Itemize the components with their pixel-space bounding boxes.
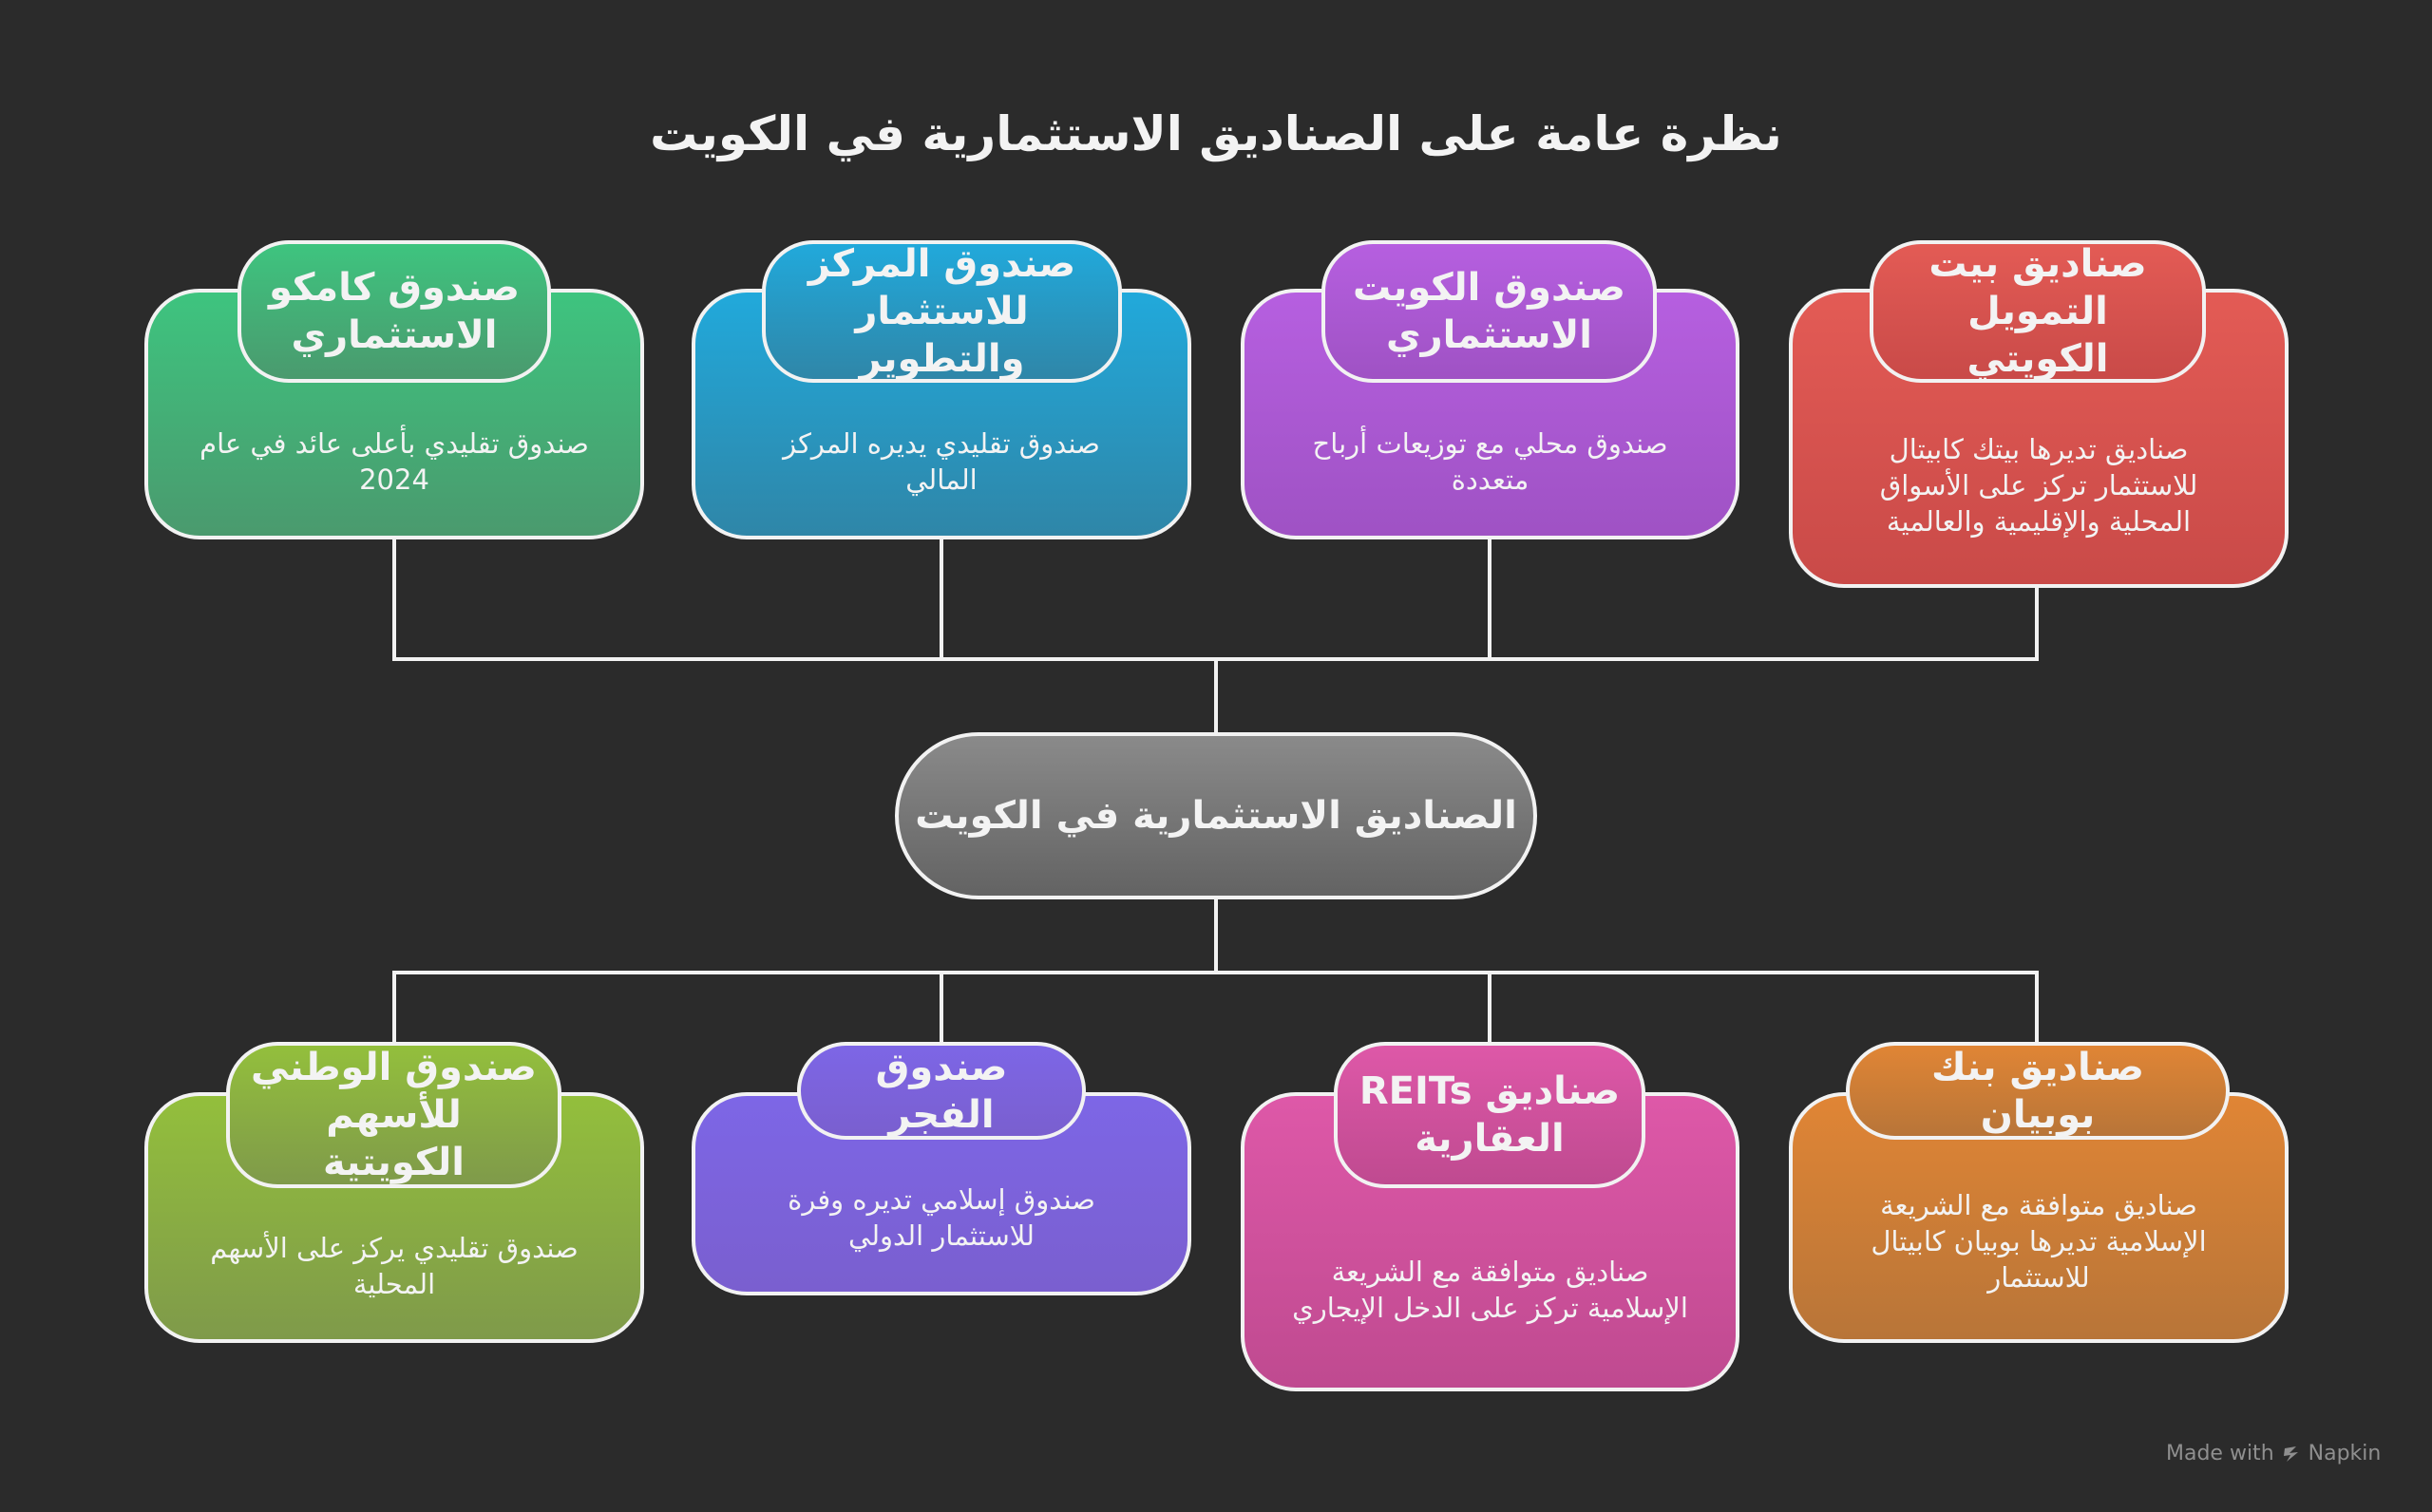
connector <box>1488 971 1492 1043</box>
fund-description: صندوق تقليدي بأعلى عائد في عام 2024 <box>200 426 589 496</box>
connector <box>2035 971 2039 1043</box>
fund-description: صندوق محلي مع توزيعات أرباح متعددة <box>1312 426 1668 496</box>
connector <box>1214 657 1218 733</box>
fund-name: صندوق كامكو الاستثماري <box>238 240 551 383</box>
fund-description: صندوق تقليدي يركز على الأسهم المحلية <box>210 1231 579 1300</box>
connector <box>1488 539 1492 661</box>
napkin-logo-icon <box>2283 1446 2298 1462</box>
fund-name: صندوق الفجر <box>797 1042 1086 1140</box>
connector <box>940 539 943 661</box>
made-with-label: Made with <box>2166 1442 2274 1465</box>
fund-name: صناديق بنك بوبيان <box>1846 1042 2230 1140</box>
connector <box>1214 898 1218 974</box>
connector <box>392 539 396 661</box>
fund-name: صندوق المركز للاستثمار والتطوير <box>762 240 1122 383</box>
top-fund-card: صندوق تقليدي بأعلى عائد في عام 2024 <box>144 289 644 539</box>
center-node: الصناديق الاستثمارية في الكويت <box>895 732 1537 899</box>
diagram-title: نظرة عامة على الصناديق الاستثمارية في ال… <box>650 106 1782 161</box>
fund-name: صندوق الكويت الاستثماري <box>1321 240 1657 383</box>
footer-watermark: Made with Napkin <box>2166 1442 2381 1465</box>
napkin-brand: Napkin <box>2308 1442 2382 1465</box>
connector <box>392 971 2039 974</box>
fund-description: صندوق تقليدي يديره المركز المالي <box>783 426 1100 496</box>
fund-name: صناديق REITs العقارية <box>1334 1042 1645 1188</box>
fund-name: صناديق بيت التمويل الكويتي <box>1870 240 2206 383</box>
fund-description: صناديق متوافقة مع الشريعة الإسلامية تدير… <box>1871 1189 2207 1294</box>
fund-description: صندوق إسلامي تديره وفرة للاستثمار الدولي <box>788 1183 1095 1252</box>
fund-name: صندوق الوطني للأسهم الكويتية <box>226 1042 561 1188</box>
fund-description: صناديق تديرها بيتك كابيتال للاستثمار ترك… <box>1879 433 2198 538</box>
connector <box>392 971 396 1043</box>
connector <box>940 971 943 1043</box>
connector <box>2035 588 2039 661</box>
fund-description: صناديق متوافقة مع الشريعة الإسلامية تركز… <box>1292 1256 1688 1324</box>
